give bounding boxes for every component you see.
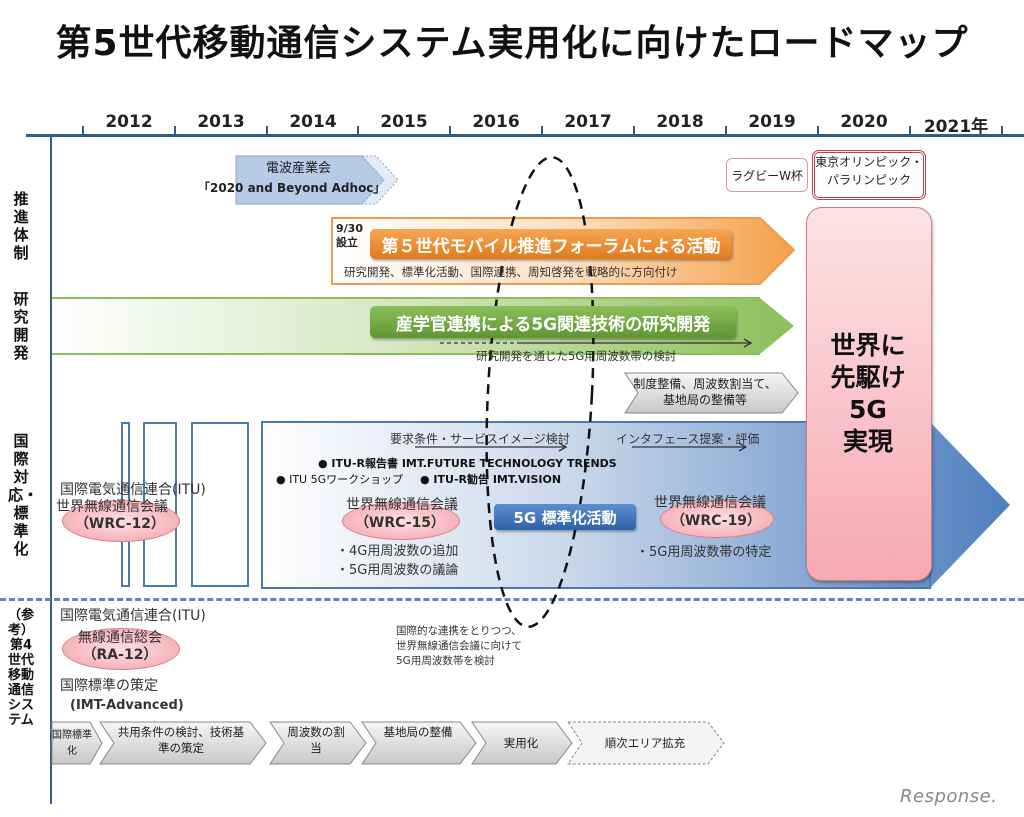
step-chevron (471, 721, 573, 765)
year-label: 2012 (105, 112, 153, 132)
requirements-text: 要求条件・サービスイメージ検討 (390, 432, 570, 446)
timeline-axis (26, 134, 1024, 137)
row-label-promotion: 推進体制 (13, 190, 29, 262)
forum-established: 設立 (336, 236, 358, 249)
axis-tick (266, 126, 268, 136)
wrc12-org: 国際電気通信連合(ITU) (60, 482, 206, 498)
institution-text: 制度整備、周波数割当て、基地局の整備等 (633, 377, 777, 407)
wrc19-bullets: ・5G用周波数帯の特定 (636, 543, 771, 562)
ra12-code: （RA-12） (82, 647, 158, 663)
note-line: 世界無線通信会議に向けて (396, 640, 522, 652)
denpa-chevron-dotted (360, 155, 399, 205)
wrc19-code: （WRC-19） (670, 513, 762, 529)
axis-tick (817, 126, 819, 136)
row-label-research: 研究開発 (13, 290, 29, 362)
tokyo-olympics: 東京オリンピック・パラリンピック (812, 150, 926, 200)
ref-std-code: (IMT-Advanced) (70, 698, 184, 713)
rugby-world-cup: ラグビーW杯 (726, 158, 808, 192)
goal-line: 実現 (842, 427, 893, 456)
row-label-divider (50, 134, 52, 804)
goal-text: 世界に 先駆け 5G 実現 (806, 330, 930, 458)
wrc12-name: 世界無線通信会議 (56, 499, 168, 515)
forum-date-value: 9/30 (336, 222, 363, 235)
year-label: 2019 (748, 112, 796, 132)
row-label-international: 国際対応・標準化 (8, 432, 39, 558)
wrc12-code: （WRC-12） (74, 516, 166, 532)
step-label: 国際標準化 (52, 730, 92, 757)
section-separator (0, 598, 1024, 601)
axis-tick (174, 126, 176, 136)
research-label: 産学官連携による5G関連技術の研究開発 (370, 306, 736, 338)
wrc15-bullets: ・4G用周波数の追加 ・5G用周波数の議論 (336, 542, 458, 580)
wrc15-code: （WRC-15） (354, 515, 446, 531)
forum-sub: 研究開発、標準化活動、国際連携、周知啓発を戦略的に方向付け (344, 265, 678, 279)
year-label: 2015 (380, 112, 428, 132)
axis-tick (725, 126, 727, 136)
year-label: 2018 (656, 112, 704, 132)
step-label: 順次エリア拡充 (604, 736, 686, 750)
focus-ellipse (485, 156, 595, 628)
step-label: 実用化 (503, 736, 539, 750)
step-chevron (567, 721, 725, 765)
itu-workshop: ● ITU 5Gワークショップ (276, 473, 404, 486)
ra12-name: 無線通信総会 (78, 630, 162, 646)
wrc15-name: 世界無線通信会議 (346, 497, 458, 513)
ref-std-name: 国際標準の策定 (60, 678, 158, 694)
step-label: 基地局の整備 (383, 725, 453, 739)
axis-tick (1001, 126, 1003, 136)
itu-vision: ● ITU-R勧告 IMT.VISION (420, 473, 562, 486)
axis-tick (82, 126, 84, 136)
denpa-adhoc: 電波産業会 「2020 and Beyond Adhoc」 (198, 155, 385, 203)
year-label: 2021年 (923, 117, 989, 137)
response-watermark: Response. (900, 786, 998, 807)
axis-tick (449, 126, 451, 136)
institution-chevron (624, 372, 799, 414)
wrc15-ellipse (342, 502, 460, 540)
goal-box (806, 207, 932, 581)
forum-date: 9/30 設立 (336, 222, 363, 250)
bullet-item: ・5G用周波数の議論 (336, 563, 459, 578)
goal-line: 世界に (830, 331, 906, 360)
bullet-item: ・5G用周波数帯の特定 (636, 545, 772, 560)
itu-report: ● ITU-R報告書 IMT.FUTURE TECHNOLOGY TRENDS (318, 457, 617, 470)
step-chevron (361, 721, 477, 765)
step-chevron (51, 721, 103, 765)
forum-activity-label: 第５世代モバイル推進フォーラムによる活動 (370, 229, 732, 259)
year-label: 2017 (564, 112, 612, 132)
year-label: 2014 (289, 112, 337, 132)
year-label: 2020 (840, 112, 888, 132)
step-chevron (99, 721, 267, 765)
goal-line: 5G (849, 395, 887, 424)
interface-text: インタフェース提案・評価 (616, 432, 760, 446)
wrc19-name: 世界無線通信会議 (654, 495, 766, 511)
axis-tick (357, 126, 359, 136)
row-label-reference: （参考）第4世代移動通信システム (8, 608, 35, 728)
axis-tick (633, 126, 635, 136)
wrc19-ellipse (660, 500, 774, 538)
note-line: 国際的な連携をとりつつ、 (396, 625, 522, 637)
step-label: 周波数の割当 (287, 725, 345, 755)
note-line: 5G用周波数帯を検討 (396, 655, 495, 667)
research-sub: 研究開発を通じた5G用周波数帯の検討 (476, 349, 677, 363)
axis-tick (541, 126, 543, 136)
page-title: 第5世代移動通信システム実用化に向けたロードマップ (55, 23, 969, 64)
step-chevron (269, 721, 367, 765)
axis-tick (909, 126, 911, 136)
step-label: 共用条件の検討、技術基準の策定 (117, 725, 245, 755)
year-label: 2016 (472, 112, 520, 132)
bullet-item: ・4G用周波数の追加 (336, 544, 459, 559)
goal-line: 先駆け (830, 363, 906, 392)
wrc12-ellipse (62, 500, 180, 542)
ra12-ellipse (62, 628, 180, 670)
standardization-label: 5G 標準化活動 (494, 504, 636, 530)
reference-note: 国際的な連携をとりつつ、 世界無線通信会議に向けて 5G用周波数帯を検討 (396, 624, 522, 669)
year-label: 2013 (197, 112, 245, 132)
denpa-adhoc-name: 「2020 and Beyond Adhoc」 (198, 181, 386, 195)
denpa-name: 電波産業会 (266, 161, 332, 176)
ref-org: 国際電気通信連合(ITU) (60, 608, 206, 624)
